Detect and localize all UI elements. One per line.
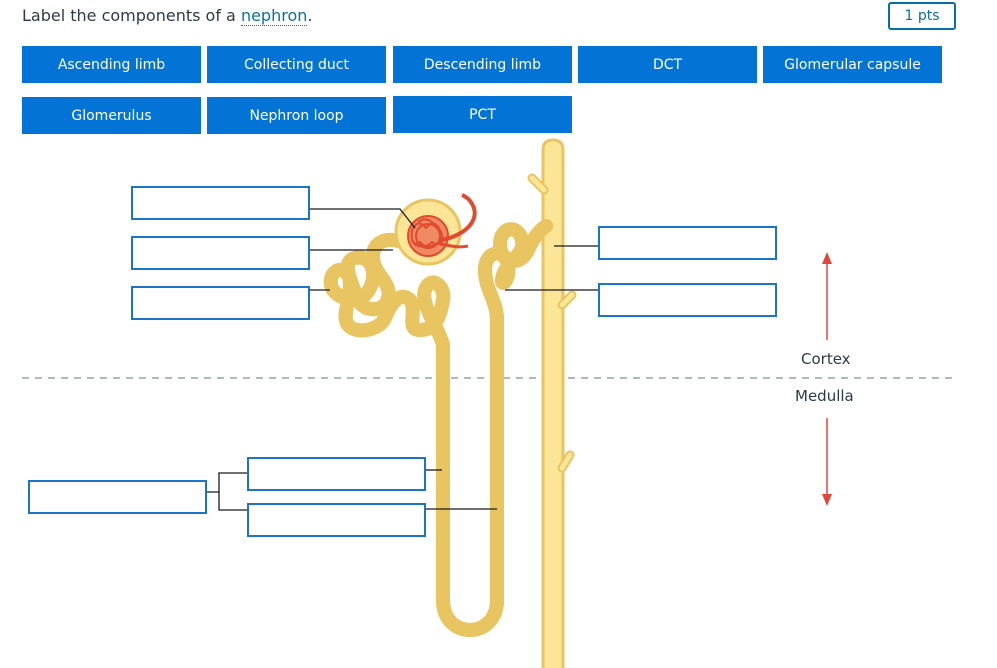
- chip-dct[interactable]: DCT: [578, 46, 757, 83]
- dropzone-2[interactable]: [131, 236, 310, 270]
- leader-lines: [207, 208, 598, 511]
- chip-collecting-duct[interactable]: Collecting duct: [207, 46, 386, 83]
- dropzone-4[interactable]: [598, 226, 777, 260]
- dropzone-1[interactable]: [131, 186, 310, 220]
- cortex-arrow: [822, 252, 832, 340]
- chip-ascending-limb[interactable]: Ascending limb: [22, 46, 201, 83]
- dropzone-5[interactable]: [598, 283, 777, 317]
- question-suffix: .: [307, 6, 313, 25]
- chip-nephron-loop[interactable]: Nephron loop: [207, 97, 386, 134]
- question-text: Label the components of a nephron.: [22, 6, 313, 26]
- chip-pct[interactable]: PCT: [393, 96, 572, 133]
- nephron-link[interactable]: nephron: [240, 6, 308, 26]
- medulla-arrow: [822, 418, 832, 506]
- dropzone-6[interactable]: [247, 457, 426, 491]
- chip-descending-limb[interactable]: Descending limb: [393, 46, 572, 83]
- points-badge: 1 pts: [888, 2, 956, 30]
- collecting-duct: [527, 138, 577, 668]
- chip-glomerulus[interactable]: Glomerulus: [22, 97, 201, 134]
- nephron-tubule: [331, 219, 553, 630]
- glomerulus: [407, 193, 477, 257]
- dropzone-3[interactable]: [131, 286, 310, 320]
- dropzone-8[interactable]: [28, 480, 207, 514]
- question-prefix: Label the components of a: [22, 6, 241, 25]
- dropzone-7[interactable]: [247, 503, 426, 537]
- chip-glomerular-capsule[interactable]: Glomerular capsule: [763, 46, 942, 83]
- medulla-label: Medulla: [795, 387, 854, 405]
- cortex-label: Cortex: [801, 350, 851, 368]
